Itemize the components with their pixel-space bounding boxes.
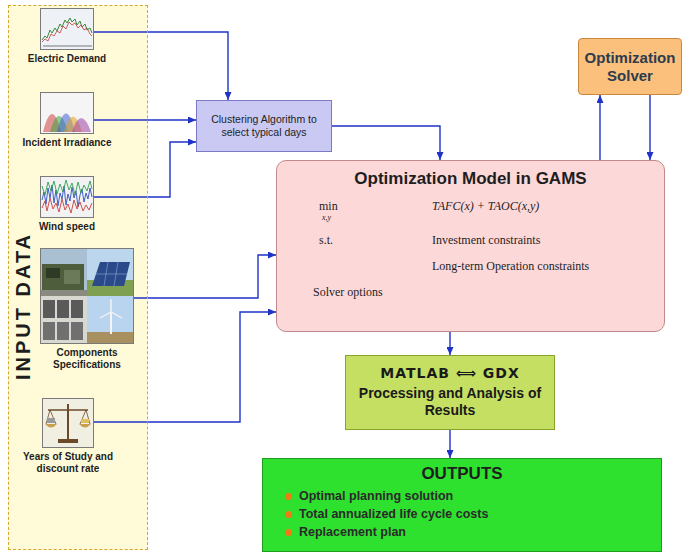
balance-scale-icon — [79, 424, 91, 428]
panel-ground — [8, 5, 148, 550]
constraint-text: Long-term Operation constraints — [432, 259, 589, 273]
picture-caption: Components Specifications — [41, 347, 133, 370]
components-photos — [71, 322, 83, 340]
connector-arrow — [94, 32, 228, 100]
components-photos — [40, 248, 134, 344]
solver-box: Optimization Solver — [578, 38, 682, 95]
formula-text: s.t. — [319, 233, 333, 247]
output-box: OUTPUTS Optimal planning solutionTotal an… — [262, 458, 662, 552]
connector-arrow — [94, 119, 196, 120]
irradiance-chart — [40, 92, 94, 134]
process-label: Processing and Analysis of Results — [352, 385, 548, 420]
bullet-dot — [285, 493, 292, 500]
components-photos — [110, 312, 112, 334]
panel-ground — [8, 5, 148, 550]
output-item: Optimal planning solution — [299, 487, 453, 505]
components-photos — [42, 264, 84, 290]
formula-text: TAFC(x) + TAOC(x,y) — [432, 199, 539, 213]
input-picture: Years of Study and discount rate — [42, 398, 94, 448]
connector-arrow — [599, 95, 600, 160]
components-photos — [46, 268, 60, 278]
box-title: MATLAB ⟺ GDX — [380, 365, 519, 383]
bullet-row: Replacement plan — [285, 523, 653, 541]
demand-chart — [42, 22, 92, 42]
connector-arrow — [134, 255, 276, 298]
balance-scale-icon — [58, 439, 78, 443]
irradiance-chart — [40, 92, 94, 134]
bullet-row: Optimal planning solution — [285, 487, 653, 505]
picture-caption: Wind speed — [12, 221, 122, 233]
bullet-row: Total annualized life cycle costs — [285, 505, 653, 523]
components-photos — [40, 296, 87, 344]
connector-arrow — [649, 95, 650, 160]
formula-text: min — [319, 199, 338, 213]
output-item: Total annualized life cycle costs — [299, 505, 488, 523]
process-box: Clustering Algorithm to select typical d… — [196, 100, 332, 152]
components-photos — [87, 248, 134, 296]
components-photos — [57, 322, 69, 340]
picture-caption: Years of Study and discount rate — [22, 451, 114, 474]
components-photos — [114, 262, 118, 286]
components-photos — [57, 300, 69, 318]
input-picture: Electric Demand — [40, 8, 94, 50]
components-photos — [87, 296, 134, 344]
balance-scale-icon — [81, 419, 89, 423]
constraint-text: Investment constraints — [432, 233, 540, 247]
components-photos — [104, 262, 108, 286]
picture-caption: Electric Demand — [12, 53, 122, 65]
components-photos — [111, 312, 122, 318]
input-picture: Incident Irradiance — [40, 92, 94, 134]
connector-arrow — [332, 126, 440, 160]
connector-arrow — [94, 142, 196, 197]
balance-scale-icon — [42, 398, 94, 448]
input-panel: INPUT DATA Electric DemandIncident Irradi… — [8, 5, 148, 550]
balance-scale-icon — [42, 398, 94, 448]
demand-chart — [40, 8, 94, 50]
input-picture: Components Specifications — [40, 248, 134, 344]
components-photos — [92, 262, 130, 286]
output-item: Replacement plan — [299, 523, 406, 541]
bullet-dot — [285, 511, 292, 518]
wind-chart — [42, 180, 92, 195]
input-picture: Wind speed — [40, 176, 94, 218]
demand-chart — [40, 8, 94, 50]
picture-caption: Incident Irradiance — [12, 137, 122, 149]
wind-chart — [40, 176, 94, 218]
irradiance-chart — [72, 118, 91, 132]
balance-scale-icon — [45, 424, 57, 428]
box-title: OUTPUTS — [271, 463, 653, 484]
components-photos — [100, 312, 111, 318]
components-photos — [110, 299, 111, 312]
process-label: Clustering Algorithm to select typical d… — [203, 113, 325, 139]
wind-chart — [42, 185, 92, 207]
components-photos — [64, 270, 80, 284]
components-photos — [43, 322, 55, 340]
components-photos — [71, 300, 83, 318]
option-text: Solver options — [313, 285, 383, 299]
components-photos — [43, 300, 55, 318]
connector-arrow — [94, 312, 276, 422]
bullet-dot — [285, 529, 292, 536]
components-photos — [40, 290, 87, 296]
connector-arrow — [449, 430, 450, 458]
components-photos — [96, 274, 127, 275]
wind-chart — [42, 198, 92, 213]
model-box: Optimization Model in GAMS minx,y TAFC(x) … — [276, 160, 665, 332]
panel-heading: INPUT DATA — [12, 232, 35, 380]
process-box: MATLAB ⟺ GDX Processing and Analysis of R… — [345, 355, 555, 430]
balance-scale-icon — [48, 409, 88, 411]
balance-scale-icon — [47, 418, 55, 423]
connector-arrow — [449, 332, 450, 355]
solver-label: Optimization Solver — [585, 49, 676, 85]
box-title: Optimization Model in GAMS — [277, 169, 664, 189]
demand-chart — [43, 46, 92, 47]
formula-subscript: x,y — [322, 213, 331, 223]
wind-chart — [40, 176, 94, 218]
components-photos — [40, 248, 87, 296]
